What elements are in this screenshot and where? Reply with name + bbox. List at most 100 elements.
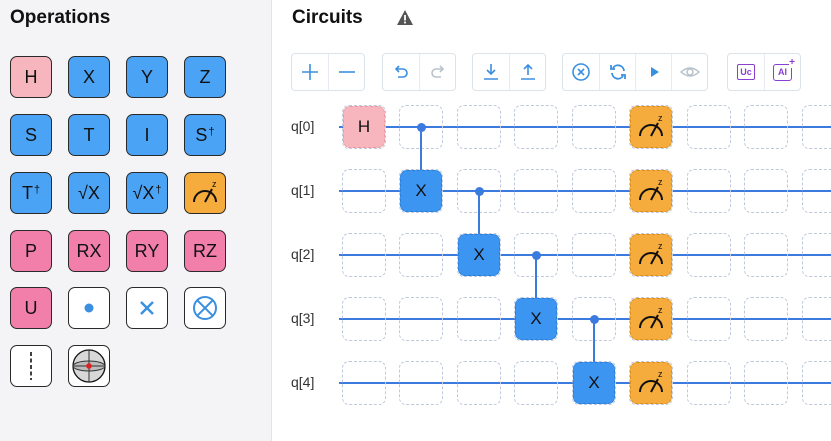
gate-slot[interactable]	[744, 233, 788, 277]
gate-slot[interactable]	[514, 105, 558, 149]
redo-button[interactable]	[419, 54, 455, 90]
circuit-gate-measure[interactable]: z	[630, 298, 672, 340]
gate-slot[interactable]	[342, 169, 386, 213]
gate-p[interactable]: P	[10, 230, 52, 272]
gate-slot[interactable]	[514, 169, 558, 213]
gate-slot[interactable]	[457, 361, 501, 405]
control-dot[interactable]	[416, 122, 426, 132]
import-button[interactable]	[473, 54, 509, 90]
gate-t[interactable]: T	[68, 114, 110, 156]
control-dot[interactable]	[589, 314, 599, 324]
gate-t-dagger[interactable]: T†	[10, 172, 52, 214]
circuits-panel: Circuits	[273, 0, 831, 441]
circuit-gate-x[interactable]: X	[515, 298, 557, 340]
gate-slot[interactable]	[687, 233, 731, 277]
undo-button[interactable]	[383, 54, 419, 90]
gate-slot[interactable]	[802, 297, 831, 341]
control-dot[interactable]	[531, 250, 541, 260]
qubit-label: q[4]	[291, 374, 315, 390]
gate-target[interactable]	[184, 287, 226, 329]
gate-rz[interactable]: RZ	[184, 230, 226, 272]
gate-slot[interactable]	[342, 233, 386, 277]
gate-slot[interactable]	[744, 297, 788, 341]
gate-sqrt-x[interactable]: √X	[68, 172, 110, 214]
gate-s[interactable]: S	[10, 114, 52, 156]
gate-rx[interactable]: RX	[68, 230, 110, 272]
redo-icon	[430, 65, 444, 78]
gate-x[interactable]: X	[68, 56, 110, 98]
gate-slot[interactable]	[342, 297, 386, 341]
circuit-gate-x[interactable]: X	[573, 362, 615, 404]
gate-label: P	[24, 240, 37, 261]
gate-slot[interactable]	[744, 169, 788, 213]
gate-slot[interactable]	[629, 169, 673, 213]
circuit-gate-x[interactable]: X	[458, 234, 500, 276]
gate-slot[interactable]	[514, 361, 558, 405]
warning-icon[interactable]	[396, 9, 414, 26]
gate-slot[interactable]	[629, 361, 673, 405]
gate-u[interactable]: U	[10, 287, 52, 329]
ai-button[interactable]: AI +	[764, 54, 800, 90]
circuit-gate-label: X	[588, 373, 600, 392]
circuit-gate-h[interactable]: H	[343, 106, 385, 148]
uc-button[interactable]: Uc	[728, 54, 764, 90]
refresh-button[interactable]	[599, 54, 635, 90]
gate-slot[interactable]	[399, 361, 443, 405]
gate-slot[interactable]	[399, 297, 443, 341]
gate-anti-control[interactable]	[126, 287, 168, 329]
gate-slot[interactable]	[629, 297, 673, 341]
gate-h[interactable]: H	[10, 56, 52, 98]
gate-ry[interactable]: RY	[126, 230, 168, 272]
gate-slot[interactable]	[399, 233, 443, 277]
gate-slot[interactable]	[687, 105, 731, 149]
gate-slot[interactable]	[744, 361, 788, 405]
run-button[interactable]	[635, 54, 671, 90]
uc-label: Uc	[740, 67, 752, 77]
gate-slot[interactable]	[802, 169, 831, 213]
gate-measure[interactable]: z	[184, 172, 226, 214]
circuit-gate-label: H	[357, 117, 371, 136]
export-button[interactable]	[509, 54, 545, 90]
gate-slot[interactable]	[342, 105, 386, 149]
gate-slot[interactable]	[629, 233, 673, 277]
control-dot[interactable]	[474, 186, 484, 196]
view-button[interactable]	[671, 54, 707, 90]
gate-slot[interactable]	[802, 233, 831, 277]
gate-slot[interactable]	[342, 361, 386, 405]
gate-s-dagger[interactable]: S†	[184, 114, 226, 156]
gate-slot[interactable]	[687, 361, 731, 405]
gate-control[interactable]	[68, 287, 110, 329]
gate-slot[interactable]	[572, 105, 616, 149]
measure-icon: z	[636, 240, 666, 270]
bloch-sphere-icon	[70, 347, 108, 385]
target-x-icon	[137, 298, 157, 318]
gate-slot[interactable]	[687, 297, 731, 341]
circuit-gate-measure[interactable]: z	[630, 362, 672, 404]
circuit-gate-measure[interactable]: z	[630, 234, 672, 276]
gate-slot[interactable]	[802, 105, 831, 149]
gate-slot[interactable]	[457, 297, 501, 341]
gate-slot[interactable]	[572, 169, 616, 213]
gate-sqrt-x-dagger[interactable]: √X†	[126, 172, 168, 214]
circuit-gate-measure[interactable]: z	[630, 170, 672, 212]
gate-i[interactable]: I	[126, 114, 168, 156]
gate-bloch[interactable]	[68, 345, 110, 387]
add-qubit-button[interactable]	[292, 54, 328, 90]
remove-qubit-button[interactable]	[328, 54, 364, 90]
gate-slot[interactable]	[457, 105, 501, 149]
run-icon	[650, 67, 659, 77]
circuit-gate-x[interactable]: X	[400, 170, 442, 212]
gate-y[interactable]: Y	[126, 56, 168, 98]
clear-button[interactable]	[563, 54, 599, 90]
toolbar-group-io	[472, 53, 546, 91]
gate-slot[interactable]	[744, 105, 788, 149]
gate-slot[interactable]	[802, 361, 831, 405]
gate-slot[interactable]	[687, 169, 731, 213]
gate-barrier[interactable]	[10, 345, 52, 387]
gate-slot[interactable]	[629, 105, 673, 149]
import-icon	[484, 64, 498, 80]
gate-z[interactable]: Z	[184, 56, 226, 98]
circuit-gate-measure[interactable]: z	[630, 106, 672, 148]
gate-slot[interactable]	[572, 233, 616, 277]
measure-icon: z	[636, 176, 666, 206]
